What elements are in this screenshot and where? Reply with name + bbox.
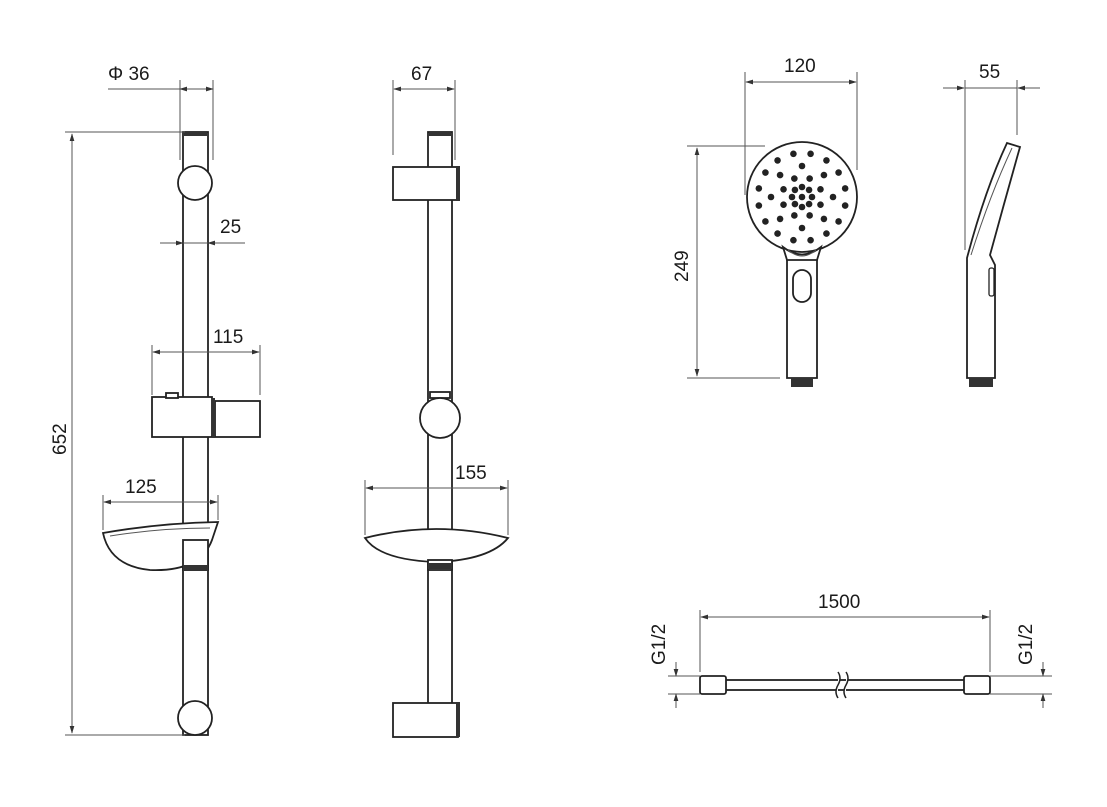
- dim-label-height: 652: [50, 423, 71, 455]
- nozzle: [805, 200, 813, 208]
- nozzle: [807, 236, 814, 244]
- dim-head-width: 120: [744, 56, 858, 195]
- dim-label-length: 249: [672, 250, 693, 282]
- nozzle: [774, 230, 781, 237]
- nozzle: [774, 157, 781, 164]
- dim-label-soap-dish-depth: 155: [455, 463, 487, 484]
- nozzle: [755, 185, 763, 192]
- nozzle: [791, 186, 799, 194]
- rail-side-view: 67 155: [363, 64, 510, 738]
- dim-label-side-depth: 55: [979, 62, 1000, 83]
- nozzle: [841, 185, 849, 192]
- dim-label-head-width: 120: [784, 56, 816, 77]
- nozzle: [790, 236, 797, 244]
- dim-hose-length: 1500: [699, 592, 991, 672]
- nozzle: [776, 171, 784, 179]
- nozzle: [805, 186, 813, 194]
- nozzle: [808, 193, 816, 201]
- nozzle: [762, 169, 769, 176]
- nozzle: [835, 218, 842, 225]
- nozzle: [841, 202, 849, 209]
- nozzle: [798, 183, 806, 191]
- bottom-wall-bracket: [392, 702, 459, 738]
- nozzle: [798, 203, 806, 211]
- nozzle: [780, 201, 787, 208]
- soap-dish-side: [363, 528, 510, 571]
- dim-holder-width: 115: [151, 327, 261, 395]
- nozzle: [829, 193, 837, 201]
- dim-label-soap-dish-width: 125: [125, 477, 157, 498]
- dim-height: 652: [50, 131, 185, 736]
- nozzle: [780, 186, 787, 193]
- nozzle: [791, 212, 798, 219]
- dim-thread-right: G1/2: [990, 624, 1052, 708]
- nozzle: [806, 175, 813, 182]
- dim-side-depth: 55: [943, 62, 1040, 250]
- top-bracket-ball: [177, 165, 213, 201]
- dim-soap-dish-width: 125: [102, 477, 219, 530]
- nozzle: [798, 224, 806, 232]
- spray-nozzles: [755, 150, 849, 244]
- nozzle: [755, 202, 763, 209]
- dim-label-rail-width: 25: [220, 217, 241, 238]
- nozzle: [807, 150, 814, 158]
- nozzle: [767, 193, 775, 201]
- dim-soap-dish-depth: 155: [364, 463, 509, 535]
- nozzle: [791, 175, 798, 182]
- rail-front-view: Φ 36 652 25 115 125: [50, 64, 261, 736]
- dim-length: 249: [672, 145, 780, 379]
- nozzle: [798, 162, 806, 170]
- nozzle: [806, 212, 813, 219]
- dim-label-hose-length: 1500: [818, 592, 860, 613]
- hose-connector: [791, 378, 813, 387]
- nozzle: [788, 193, 796, 201]
- slider-holder: [151, 392, 261, 438]
- nozzle: [820, 215, 828, 223]
- nozzle: [790, 150, 797, 158]
- shower-hose: 1500 G1/2 G1/2: [649, 592, 1052, 708]
- nozzle: [776, 215, 784, 223]
- dim-label-bracket-depth: 67: [411, 64, 432, 85]
- hand-shower-front: 120 249: [672, 56, 858, 387]
- nozzle: [820, 171, 828, 179]
- hose-nut-right: [963, 675, 991, 695]
- hose-nut-left: [699, 675, 727, 695]
- nozzle: [798, 193, 806, 201]
- break-symbol: [835, 671, 849, 699]
- bottom-bracket-ball: [177, 700, 213, 736]
- spray-mode-button: [792, 269, 812, 303]
- dim-label-holder-width: 115: [213, 327, 243, 348]
- soap-dish-front: [101, 521, 220, 571]
- nozzle: [823, 157, 830, 164]
- nozzle: [817, 201, 824, 208]
- slider-knob: [419, 397, 461, 439]
- nozzle: [823, 230, 830, 237]
- nozzle: [762, 218, 769, 225]
- hand-shower-side: 55: [943, 62, 1040, 387]
- dim-label-diameter: Φ 36: [108, 64, 150, 85]
- top-wall-bracket: [392, 166, 459, 201]
- dim-bracket-depth: 67: [392, 64, 456, 160]
- dim-thread-left: G1/2: [649, 624, 700, 708]
- nozzle: [791, 200, 799, 208]
- dim-label-thread-right: G1/2: [1016, 624, 1037, 665]
- nozzle: [835, 169, 842, 176]
- dim-diameter: Φ 36: [108, 64, 214, 160]
- dim-label-thread-left: G1/2: [649, 624, 670, 665]
- dim-rail-width: 25: [160, 217, 245, 246]
- nozzle: [817, 186, 824, 193]
